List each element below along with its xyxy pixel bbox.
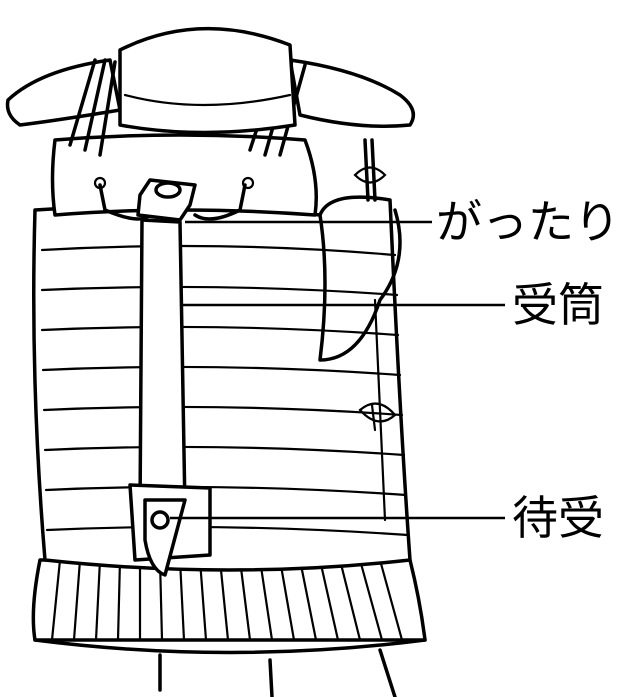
label-uketsutsu: 受筒 — [512, 282, 604, 328]
label-machiuke: 待受 — [512, 495, 604, 541]
label-gattari: がったり — [436, 199, 620, 245]
cuirass-body — [34, 197, 410, 570]
collar — [120, 29, 295, 133]
skirt-plates — [33, 560, 425, 697]
